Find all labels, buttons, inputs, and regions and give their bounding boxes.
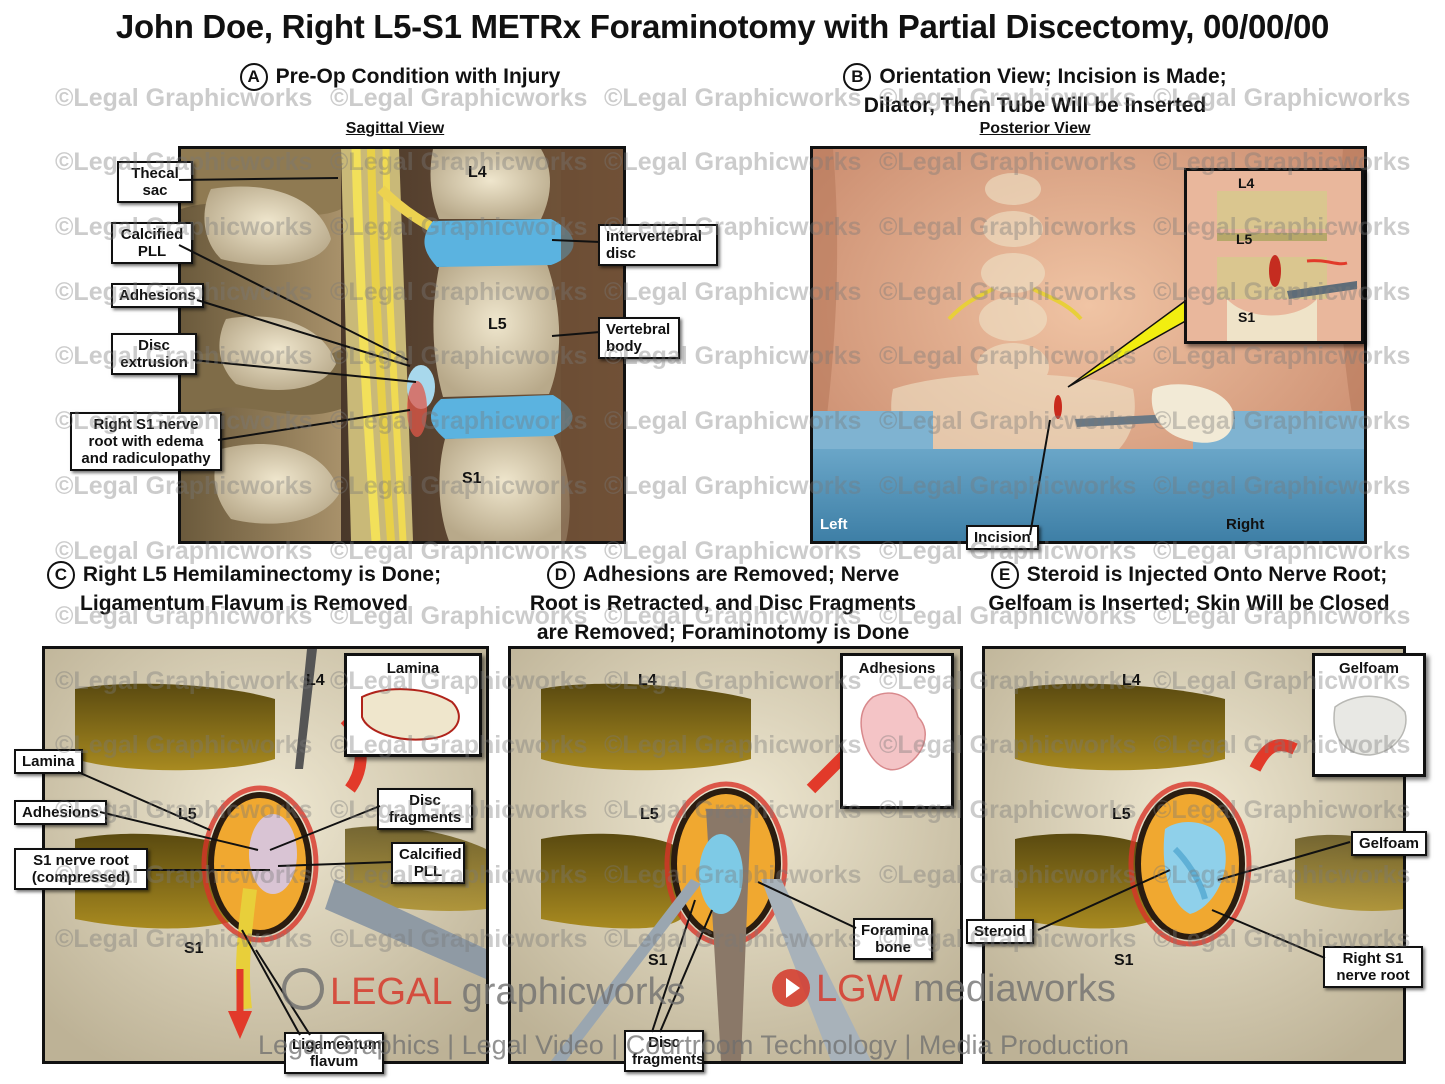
- panel-a-s1: S1: [462, 470, 482, 487]
- panel-b-heading-line1: Orientation View; Incision is Made;: [879, 65, 1227, 88]
- panel-c-heading: C Right L5 Hemilaminectomy is Done; Ligam…: [28, 560, 460, 618]
- panel-e-l4: L4: [1122, 672, 1141, 689]
- gelfoam-sponge-icon: [1333, 695, 1407, 756]
- panel-b-left: Left: [820, 516, 848, 533]
- panel-d-heading-line1: Adhesions are Removed; Nerve: [582, 563, 900, 586]
- inset-spine-art: [1187, 171, 1361, 341]
- panel-d-letter: D: [546, 561, 575, 590]
- panel-b-heading: B Orientation View; Incision is Made; Dil…: [815, 62, 1255, 120]
- label-right-s1-edema: Right S1 nerve root with edema and radic…: [70, 412, 222, 471]
- label-lamina: Lamina: [14, 749, 83, 774]
- gelfoam-inset: Gelfoam: [1312, 653, 1426, 777]
- panel-a-heading: A Pre-Op Condition with Injury: [200, 62, 600, 92]
- lamina-inset-label: Lamina: [386, 660, 440, 677]
- page-title: John Doe, Right L5-S1 METRx Foraminotomy…: [115, 8, 1330, 45]
- panel-b-heading-line2: Dilator, Then Tube Will be Inserted: [863, 94, 1207, 118]
- label-vertebral-body: Vertebral body: [598, 317, 680, 359]
- panel-e-l5: L5: [1112, 806, 1131, 823]
- brand-lgw-mediaworks: LGW mediaworks: [772, 968, 1116, 1011]
- panel-e-heading-line2: Gelfoam is Inserted; Skin Will be Closed: [988, 592, 1390, 616]
- label-steroid: Steroid: [966, 919, 1034, 944]
- gelfoam-inset-label: Gelfoam: [1338, 660, 1399, 677]
- panel-a-heading-text: Pre-Op Condition with Injury: [275, 65, 561, 88]
- adhesion-tissue-icon: [860, 692, 926, 771]
- posterior-back-art: [813, 149, 1364, 541]
- lamina-inset: Lamina: [344, 653, 482, 757]
- label-foramina-bone: Foramina bone: [853, 918, 933, 960]
- label-calcified-pll-a: Calcified PLL: [111, 222, 193, 264]
- brand-mediaworks-text: mediaworks: [913, 968, 1116, 1010]
- panel-e-letter: E: [990, 561, 1019, 590]
- label-disc-fragments-d: Disc fragments: [624, 1030, 705, 1072]
- panel-c-l5: L5: [178, 806, 197, 823]
- adhesions-inset-label: Adhesions: [858, 660, 936, 677]
- panel-c-heading-line1: Right L5 Hemilaminectomy is Done;: [82, 563, 442, 586]
- panel-a-subheading: Sagittal View: [345, 120, 445, 137]
- panel-a-l5: L5: [488, 316, 507, 333]
- panel-e-s1: S1: [1114, 952, 1134, 969]
- brand-graphicworks-text: graphicworks: [461, 971, 686, 1013]
- panel-c-letter: C: [46, 561, 75, 590]
- panel-d-l5: L5: [640, 806, 659, 823]
- brand-legal-graphicworks: LEGAL graphicworks: [282, 968, 686, 1014]
- sagittal-spine-art: [181, 149, 623, 541]
- panel-e-heading: E Steroid is Injected Onto Nerve Root; Ge…: [952, 560, 1426, 618]
- panel-c-l4: L4: [306, 672, 325, 689]
- panel-d-heading: D Adhesions are Removed; Nerve Root is Re…: [498, 560, 948, 647]
- inset-b-l5: L5: [1236, 231, 1253, 247]
- panel-b-right: Right: [1226, 516, 1265, 533]
- panel-c-heading-line2: Ligamentum Flavum is Removed: [80, 592, 408, 616]
- panel-e-heading-line1: Steroid is Injected Onto Nerve Root;: [1026, 563, 1388, 586]
- label-thecal-sac: Thecal sac: [117, 161, 193, 203]
- label-intervertebral-disc: Intervertebral disc: [598, 224, 718, 266]
- brand-lgw-text: LGW: [816, 968, 903, 1010]
- panel-d-l4: L4: [638, 672, 657, 689]
- label-adhesions-a: Adhesions: [111, 283, 204, 308]
- inset-b-s1: S1: [1238, 309, 1256, 325]
- panel-d-heading-line2: Root is Retracted, and Disc Fragments: [529, 592, 917, 616]
- label-gelfoam: Gelfoam: [1351, 831, 1428, 856]
- adhesions-inset: Adhesions: [840, 653, 954, 809]
- legal-logo-icon: [282, 968, 324, 1010]
- label-calcified-pll-c: Calcified PLL: [391, 842, 465, 884]
- label-disc-fragments-c: Disc fragments: [377, 788, 473, 830]
- label-adhesions-c: Adhesions: [14, 800, 107, 825]
- label-s1-compressed: S1 nerve root (compressed): [14, 848, 148, 890]
- panel-d-heading-line3: are Removed; Foraminotomy is Done: [536, 621, 910, 645]
- panel-b-letter: B: [843, 63, 872, 92]
- panel-c-s1: S1: [184, 940, 204, 957]
- play-icon: [772, 969, 810, 1007]
- brand-legal-text: LEGAL: [330, 971, 452, 1013]
- label-incision: Incision: [966, 525, 1039, 550]
- panel-e-illustration: [982, 646, 1406, 1064]
- panel-a-l4: L4: [468, 164, 487, 181]
- label-ligamentum-flavum: Ligamentum flavum: [284, 1032, 384, 1074]
- panel-b-subheading: Posterior View: [979, 120, 1091, 137]
- panel-a-sagittal-illustration: [178, 146, 626, 544]
- label-disc-extrusion: Disc extrusion: [111, 333, 197, 375]
- panel-b-spine-inset: [1184, 168, 1364, 344]
- lamina-fragment-icon: [361, 688, 460, 741]
- panel-a-letter: A: [239, 63, 268, 92]
- inset-b-l4: L4: [1238, 175, 1255, 191]
- label-right-s1-nerve-root: Right S1 nerve root: [1323, 946, 1423, 988]
- brand-tagline: Legal Graphics | Legal Video | Courtroom…: [258, 1030, 1130, 1060]
